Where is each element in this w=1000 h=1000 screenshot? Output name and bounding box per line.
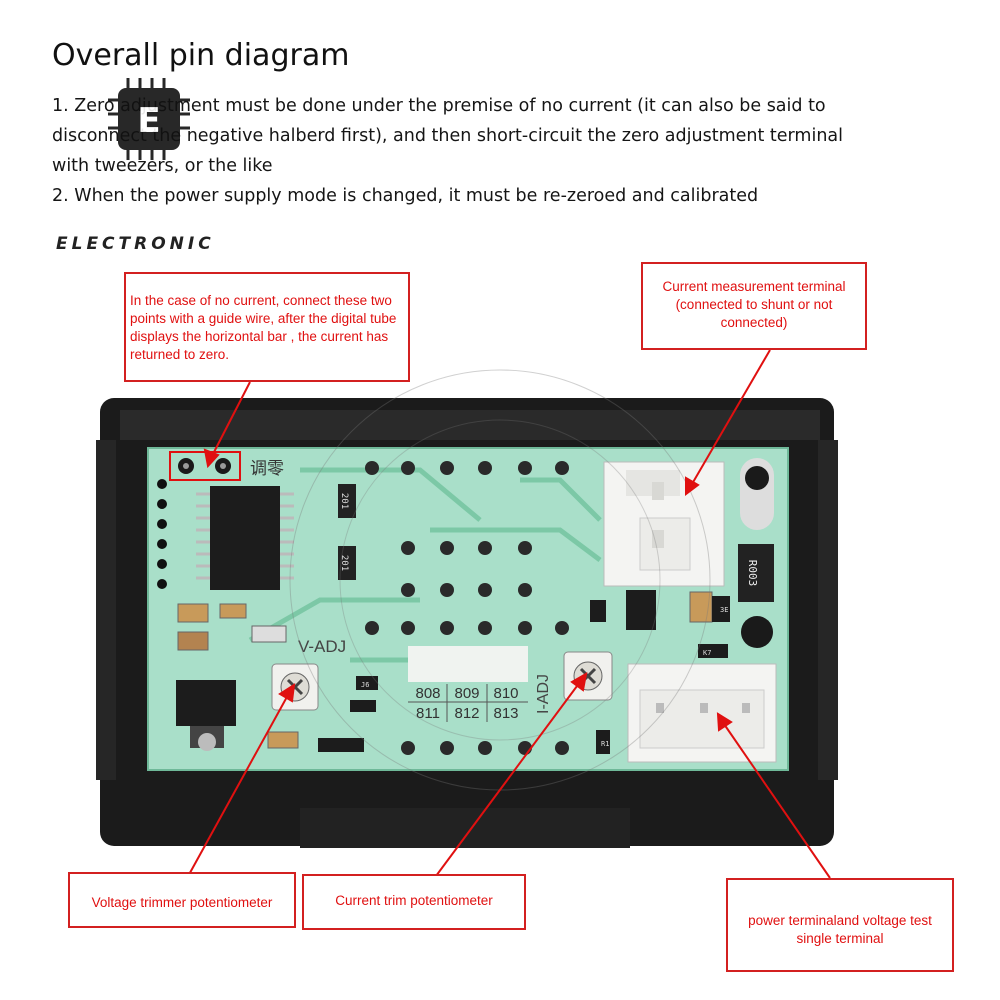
i-adj-label: I-ADJ [535,674,552,714]
callout-current-terminal: Current measurement terminal (connected … [641,262,867,350]
power-terminal-connector [627,663,777,763]
svg-text:3E: 3E [720,606,728,614]
brand-text: ELECTRONIC [56,234,215,254]
svg-text:K7: K7 [703,649,711,657]
svg-text:201: 201 [339,493,349,509]
v-adj-label: V-ADJ [298,637,346,656]
svg-text:808: 808 [415,685,440,702]
callout-zero-short: In the case of no current, connect these… [124,272,410,382]
shunt-resistor: R003 [738,544,774,602]
svg-text:811: 811 [416,705,440,722]
zero-label: 调零 [250,459,284,479]
callout-power-terminal: power terminaland voltage test single te… [726,878,954,972]
main-ic [210,486,280,590]
note-line-4: 2. When the power supply mode is changed… [52,186,759,206]
note-line-2: disconnect the negative halberd first), … [52,126,844,146]
svg-text:J6: J6 [361,681,369,689]
note-line-3: with tweezers, or the like [52,156,273,176]
svg-text:R1: R1 [601,740,609,748]
note-line-1: 1. Zero adjustment must be done under th… [52,96,826,116]
svg-text:813: 813 [493,705,518,722]
svg-text:201: 201 [339,555,349,571]
callout-current-trim: Current trim potentiometer [302,874,526,930]
callout-voltage-trimmer: Voltage trimmer potentiometer [68,872,296,928]
svg-text:809: 809 [454,685,479,702]
svg-text:812: 812 [454,705,479,722]
chip-logo-icon: E [108,78,190,160]
current-terminal-connector [603,461,725,587]
page-title: Overall pin diagram [52,38,350,73]
svg-text:810: 810 [493,685,518,702]
svg-text:R003: R003 [746,560,759,587]
svg-text:E: E [137,101,160,141]
